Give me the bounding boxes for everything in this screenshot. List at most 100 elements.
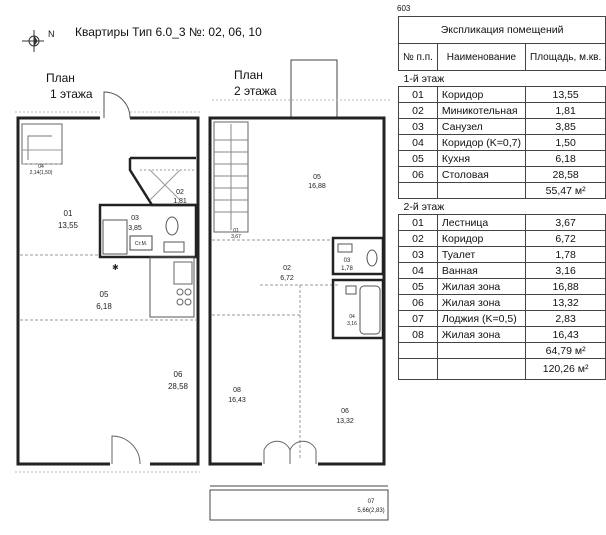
room-code: 04 [38, 164, 44, 170]
row-area: 6,72 [525, 230, 606, 247]
row-area: 1,78 [525, 246, 606, 263]
row-name: Кухня [436, 150, 527, 167]
row-area: 6,18 [525, 150, 606, 167]
row-name: Санузел [436, 118, 527, 135]
floor-plans: ✱ 01 13,55 02 1,81 03 3,85 04 2,14(1,50)… [15, 30, 390, 521]
room-code: 07 [368, 499, 375, 505]
header-name: Наименование [436, 43, 527, 71]
row-num: 02 [398, 230, 438, 247]
row-name: Жилая зона [436, 326, 527, 343]
section1-title: 1-й этаж [403, 72, 445, 85]
section2-title: 2-й этаж [403, 200, 445, 213]
room-code: 04 [349, 314, 355, 320]
page-title: Квартиры Тип 6.0_3 №: 02, 06, 10 [75, 25, 262, 39]
room-code: 01 [233, 228, 239, 234]
row-num: 04 [398, 262, 438, 279]
room-code: 05 [313, 174, 321, 181]
row-name: Миникотельная [436, 102, 527, 119]
row-name: Столовая [436, 166, 527, 183]
explication-table: Экспликация помещений № п.п. Наименовани… [397, 16, 606, 380]
row-num: 06 [398, 166, 438, 183]
row-area: 3,85 [525, 118, 606, 135]
row-area: 3,67 [525, 214, 606, 231]
room-code: 02 [283, 265, 291, 272]
room-code: 08 [233, 387, 241, 394]
room-area: 6,72 [280, 275, 294, 282]
row-name: Лоджия (K=0,5) [436, 310, 527, 327]
row-name: Коридор (K=0,7) [436, 134, 527, 151]
row-area: 1,50 [525, 134, 606, 151]
room-area: 16,43 [228, 397, 246, 404]
row-area: 13,32 [525, 294, 606, 311]
sheet-number: 603 [397, 4, 411, 13]
grand-total: 120,26 м² [525, 358, 606, 380]
room-area: 13,32 [336, 418, 354, 425]
row-num: 05 [398, 278, 438, 295]
room-code: 02 [176, 189, 184, 196]
room-code: 06 [174, 370, 183, 379]
room-area: 16,88 [308, 183, 326, 190]
room-code: 03 [344, 258, 351, 264]
floor1-label-line2: 1 этажа [50, 87, 93, 101]
washing-machine-label: Ст.М. [135, 241, 147, 247]
row-num: 02 [398, 102, 438, 119]
room-area: 28,58 [168, 382, 189, 391]
room-area: 3,85 [128, 225, 142, 232]
row-area: 1,81 [525, 102, 606, 119]
row-num: 03 [398, 118, 438, 135]
floor1-label: План 1 этажа [46, 70, 93, 102]
row-name: Жилая зона [436, 294, 527, 311]
floor2-plan [208, 59, 390, 521]
floor1-room-labels: 01 13,55 02 1,81 03 3,85 04 2,14(1,50) 0… [30, 164, 189, 391]
row-name: Жилая зона [436, 278, 527, 295]
row-area: 13,55 [525, 86, 606, 103]
header-num: № п.п. [398, 43, 438, 71]
floor2-label-line2: 2 этажа [234, 84, 277, 98]
row-area: 28,58 [525, 166, 606, 183]
row-num: 01 [398, 214, 438, 231]
row-num: 03 [398, 246, 438, 263]
row-num: 04 [398, 134, 438, 151]
floor2-label: План 2 этажа [234, 67, 277, 99]
row-num: 06 [398, 294, 438, 311]
table-caption: Экспликация помещений [397, 16, 606, 44]
section2-total: 64,79 м² [525, 342, 606, 359]
room-area: 1,78 [341, 266, 353, 272]
svg-text:✱: ✱ [112, 263, 119, 272]
room-area: 6,18 [96, 302, 112, 311]
floor2-label-line1: План [234, 68, 263, 82]
row-name: Коридор [436, 86, 527, 103]
row-area: 16,43 [525, 326, 606, 343]
row-area: 3,16 [525, 262, 606, 279]
floor2-room-labels: 01 3,67 02 6,72 03 1,78 04 3,16 05 16,88… [228, 174, 384, 514]
room-code: 01 [64, 209, 73, 218]
row-name: Ванная [436, 262, 527, 279]
row-name: Лестница [436, 214, 527, 231]
row-area: 2,83 [525, 310, 606, 327]
row-num: 07 [398, 310, 438, 327]
north-arrow-icon [22, 30, 44, 52]
row-num: 01 [398, 86, 438, 103]
section1-total: 55,47 м² [525, 182, 606, 199]
row-name: Коридор [436, 230, 527, 247]
room-area: 13,55 [58, 221, 79, 230]
room-area: 3,67 [231, 234, 241, 240]
room-area: 5,66(2,83) [357, 508, 384, 514]
room-area: 1,81 [173, 198, 187, 205]
room-code: 06 [341, 408, 349, 415]
room-area: 2,14(1,50) [30, 170, 53, 176]
north-label: N [48, 29, 55, 39]
